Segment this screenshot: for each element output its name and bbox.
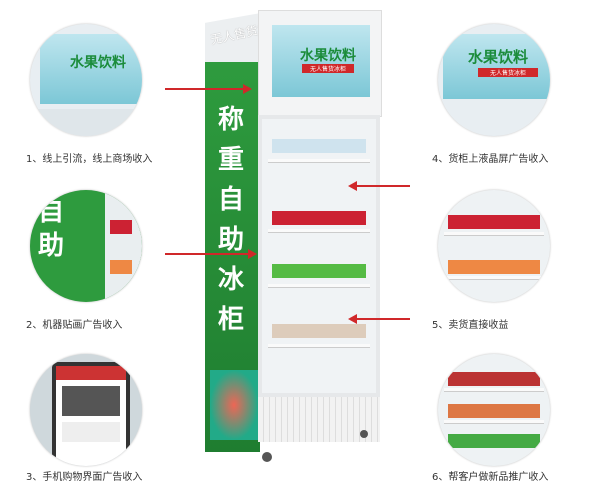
label-1: 1、线上引流，线上商场收入 [26, 154, 153, 165]
photo-phone-screen [30, 354, 142, 466]
photo-lcd-screen: 水果饮料 无人售货冰柜 [438, 24, 550, 136]
arrow-1 [165, 84, 252, 94]
label-6: 6、帮客户做新品推广收入 [432, 472, 549, 483]
lcd-screen [272, 25, 370, 97]
photo-new-products [438, 354, 550, 466]
photo-screen-closeup: 水果饮料 [30, 24, 142, 136]
side-text: 称重自助冰柜 [218, 105, 245, 335]
label-2: 2、机器贴画广告收入 [26, 320, 123, 331]
label-5: 5、卖货直接收益 [432, 320, 509, 331]
arrow-5 [348, 314, 410, 324]
photo-side-sticker: 自助 [30, 190, 142, 302]
label-4: 4、货柜上液晶屏广告收入 [432, 154, 549, 165]
glass-door[interactable] [258, 115, 380, 397]
arrow-4 [348, 181, 410, 191]
arrow-2 [165, 249, 257, 259]
photo-shelves [438, 190, 550, 302]
bottom-vent [258, 397, 380, 442]
label-3: 3、手机购物界面广告收入 [26, 472, 143, 483]
